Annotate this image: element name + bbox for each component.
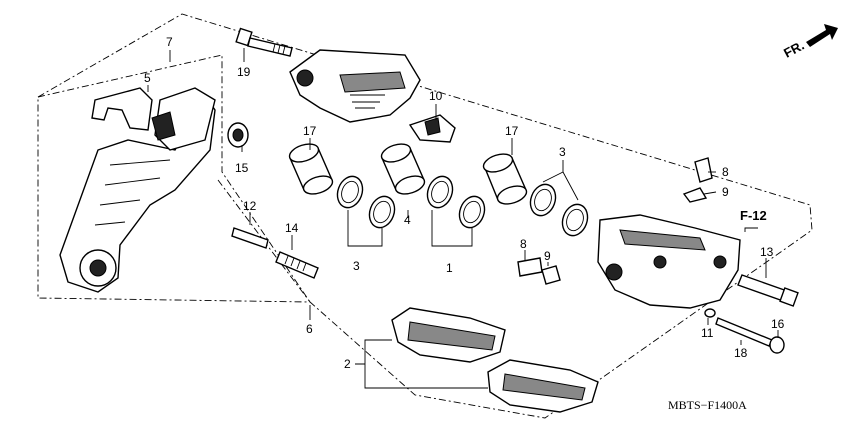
retainer-clip [408, 114, 456, 143]
bushing [227, 122, 249, 148]
callout-3-left: 3 [353, 259, 360, 273]
callout-17a: 17 [303, 124, 317, 138]
callout-12: 12 [243, 199, 257, 213]
callout-7: 7 [166, 35, 173, 49]
pad-spring [91, 87, 176, 141]
main-dash-outline [37, 13, 813, 419]
callout-10: 10 [429, 89, 443, 103]
piston-left [288, 143, 334, 195]
pad-pin-18 [715, 317, 773, 347]
callout-8-upper: 8 [722, 165, 729, 179]
callout-11: 11 [701, 326, 714, 340]
brake-pad-upper [391, 307, 506, 363]
direction-label: FR. [781, 38, 807, 61]
brake-pad-lower [487, 359, 599, 413]
callout-14: 14 [285, 221, 299, 235]
callout-4: 4 [404, 213, 411, 227]
callout-2: 2 [344, 357, 351, 371]
caliper-body-lower [597, 214, 741, 309]
callout-8-lower: 8 [520, 237, 527, 251]
callout-9-lower: 9 [544, 249, 551, 263]
washer [704, 308, 716, 318]
bleeder-lower [517, 257, 561, 285]
pad-pin-13 [737, 274, 799, 307]
pin-bolt [275, 251, 319, 279]
callout-16: 16 [771, 317, 785, 331]
piston-right [482, 153, 528, 205]
callout-17b: 17 [505, 124, 519, 138]
bolt-19 [235, 27, 293, 57]
callout-1: 1 [446, 261, 453, 275]
diagram-code: MBTS−F1400A [668, 398, 747, 412]
callout-3-right: 3 [559, 145, 566, 159]
bleeder-upper [682, 157, 713, 203]
slide-pin [231, 227, 269, 249]
caliper-body-upper [289, 49, 421, 123]
callout-13: 13 [760, 245, 774, 259]
callout-6: 6 [306, 322, 313, 336]
leader-lines [147, 48, 779, 389]
callout-5: 5 [144, 71, 151, 85]
fr-arrow-icon [806, 24, 838, 47]
pin-cap [769, 336, 785, 354]
callout-19: 19 [237, 65, 251, 79]
callout-18: 18 [734, 346, 748, 360]
piston-middle [380, 143, 426, 195]
callout-f12: F-12 [740, 208, 767, 223]
callout-15: 15 [235, 161, 249, 175]
piston-seals [336, 175, 589, 237]
bracket-dash-outline [37, 54, 311, 303]
callout-9-upper: 9 [722, 185, 729, 199]
